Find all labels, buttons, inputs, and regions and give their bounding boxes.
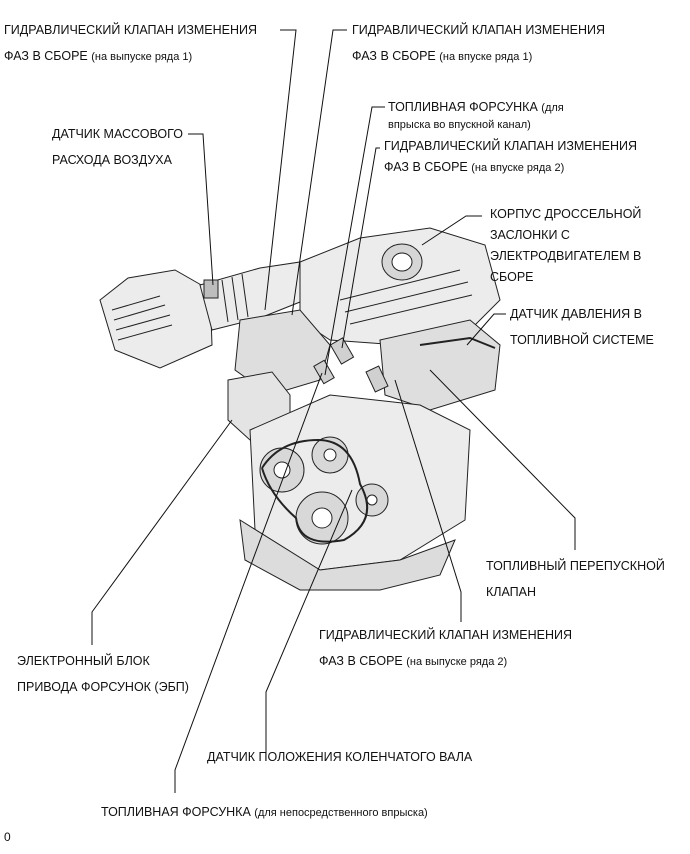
label-fuel-pressure-line1: ДАТЧИК ДАВЛЕНИЯ В <box>510 307 642 321</box>
label-fuel-pressure-sensor: ДАТЧИК ДАВЛЕНИЯ В ТОПЛИВНОЙ СИСТЕМЕ <box>510 301 654 353</box>
leader-edu <box>91 419 233 645</box>
label-vvt-exhaust-bank2: ГИДРАВЛИЧЕСКИЙ КЛАПАН ИЗМЕНЕНИЯ ФАЗ В СБ… <box>319 622 572 675</box>
label-vvt-exhaust-bank1-note: (на выпуске ряда 1) <box>91 51 193 63</box>
label-direct-injector-line1: ТОПЛИВНАЯ ФОРСУНКА <box>101 805 251 819</box>
label-port-injector: ТОПЛИВНАЯ ФОРСУНКА (для впрыска во впуск… <box>388 99 564 134</box>
maf-sensor-body <box>203 279 219 299</box>
label-throttle-body: КОРПУС ДРОССЕЛЬНОЙ ЗАСЛОНКИ С ЭЛЕКТРОДВИ… <box>490 204 641 288</box>
drive-belt <box>261 438 369 543</box>
label-edu-line2: ПРИВОДА ФОРСУНОК (ЭБП) <box>17 680 189 694</box>
intake-duct-ribs <box>221 273 249 323</box>
label-vvt-intake-bank2: ГИДРАВЛИЧЕСКИЙ КЛАПАН ИЗМЕНЕНИЯ ФАЗ В СБ… <box>384 136 637 179</box>
leader-lines <box>91 29 576 793</box>
label-edu: ЭЛЕКТРОННЫЙ БЛОК ПРИВОДА ФОРСУНОК (ЭБП) <box>17 648 189 700</box>
label-vvt-intake-bank2-note: (на впуске ряда 2) <box>471 162 565 174</box>
leader-fuel-relief <box>429 369 576 550</box>
label-maf-sensor-line2: РАСХОДА ВОЗДУХА <box>52 153 172 167</box>
label-port-injector-note1: (для <box>541 102 564 114</box>
cylinder-head-bank2 <box>379 319 501 411</box>
air-cleaner-ribs <box>111 295 173 341</box>
label-port-injector-line1: ТОПЛИВНАЯ ФОРСУНКА <box>388 100 538 114</box>
label-vvt-exhaust-bank1: ГИДРАВЛИЧЕСКИЙ КЛАПАН ИЗМЕНЕНИЯ ФАЗ В СБ… <box>4 17 257 70</box>
label-fuel-relief-valve: ТОПЛИВНЫЙ ПЕРЕПУСКНОЙ КЛАПАН <box>486 553 665 605</box>
label-maf-sensor-line1: ДАТЧИК МАССОВОГО <box>52 127 183 141</box>
leader-fuel-pressure <box>466 313 506 346</box>
label-vvt-exhaust-bank2-line1: ГИДРАВЛИЧЕСКИЙ КЛАПАН ИЗМЕНЕНИЯ <box>319 628 573 642</box>
label-vvt-intake-bank1: ГИДРАВЛИЧЕСКИЙ КЛАПАН ИЗМЕНЕНИЯ ФАЗ В СБ… <box>352 17 605 70</box>
label-crank-sensor: ДАТЧИК ПОЛОЖЕНИЯ КОЛЕНЧАТОГО ВАЛА <box>207 744 472 770</box>
leader-vvt-intake-bank1 <box>291 29 347 316</box>
label-port-injector-note2: впрыска во впускной канал) <box>388 119 531 131</box>
label-vvt-intake-bank2-line2: ФАЗ В СБОРЕ <box>384 160 468 174</box>
figure-id: 0 <box>4 830 11 844</box>
label-throttle-body-line2: ЗАСЛОНКИ С <box>490 228 570 242</box>
label-vvt-exhaust-bank1-line2: ФАЗ В СБОРЕ <box>4 49 88 63</box>
leader-vvt-exhaust-bank1 <box>264 29 297 311</box>
label-edu-line1: ЭЛЕКТРОННЫЙ БЛОК <box>17 654 150 668</box>
leader-vvt-intake-bank2 <box>341 147 380 349</box>
leader-vvt-exhaust-bank2 <box>394 379 462 622</box>
leader-port-injector <box>324 106 385 376</box>
oil-pan <box>239 519 456 591</box>
injector-body-3 <box>313 359 335 385</box>
throttle-bore <box>391 252 413 272</box>
label-vvt-exhaust-bank2-note: (на выпуске ряда 2) <box>406 656 508 668</box>
pulley-2-hub <box>323 448 337 462</box>
pulley-3-hub <box>366 494 378 506</box>
leader-crank-sensor <box>265 489 353 752</box>
leader-direct-injector <box>174 372 323 793</box>
label-fuel-pressure-line2: ТОПЛИВНОЙ СИСТЕМЕ <box>510 333 654 347</box>
label-throttle-body-line4: СБОРЕ <box>490 270 534 284</box>
label-crank-sensor-line1: ДАТЧИК ПОЛОЖЕНИЯ КОЛЕНЧАТОГО ВАЛА <box>207 750 473 764</box>
label-maf-sensor: ДАТЧИК МАССОВОГО РАСХОДА ВОЗДУХА <box>52 121 183 173</box>
fuel-rail <box>419 336 496 349</box>
label-throttle-body-line3: ЭЛЕКТРОДВИГАТЕЛЕМ В <box>490 249 642 263</box>
leader-maf-sensor <box>188 133 214 286</box>
label-fuel-relief-line1: ТОПЛИВНЫЙ ПЕРЕПУСКНОЙ <box>486 559 665 573</box>
label-vvt-intake-bank1-note: (на впуске ряда 1) <box>439 51 533 63</box>
leader-throttle-body <box>421 215 482 246</box>
engine-illustration <box>99 227 501 591</box>
pulley-1-hub <box>273 461 291 479</box>
manifold-runners <box>339 269 473 325</box>
label-fuel-relief-line2: КЛАПАН <box>486 585 537 599</box>
label-vvt-exhaust-bank1-line1: ГИДРАВЛИЧЕСКИЙ КЛАПАН ИЗМЕНЕНИЯ <box>4 23 258 37</box>
injector-body-2 <box>365 365 389 393</box>
label-direct-injector: ТОПЛИВНАЯ ФОРСУНКА (для непосредственног… <box>101 799 428 826</box>
crank-pulley-hub <box>311 507 333 529</box>
label-throttle-body-line1: КОРПУС ДРОССЕЛЬНОЙ <box>490 207 642 221</box>
label-vvt-exhaust-bank2-line2: ФАЗ В СБОРЕ <box>319 654 403 668</box>
injector-body <box>329 337 355 365</box>
label-vvt-intake-bank1-line1: ГИДРАВЛИЧЕСКИЙ КЛАПАН ИЗМЕНЕНИЯ <box>352 23 606 37</box>
label-vvt-intake-bank2-line1: ГИДРАВЛИЧЕСКИЙ КЛАПАН ИЗМЕНЕНИЯ <box>384 139 638 153</box>
cylinder-head-bank1 <box>234 309 331 396</box>
label-direct-injector-note: (для непосредственного впрыска) <box>254 807 428 819</box>
label-vvt-intake-bank1-line2: ФАЗ В СБОРЕ <box>352 49 436 63</box>
